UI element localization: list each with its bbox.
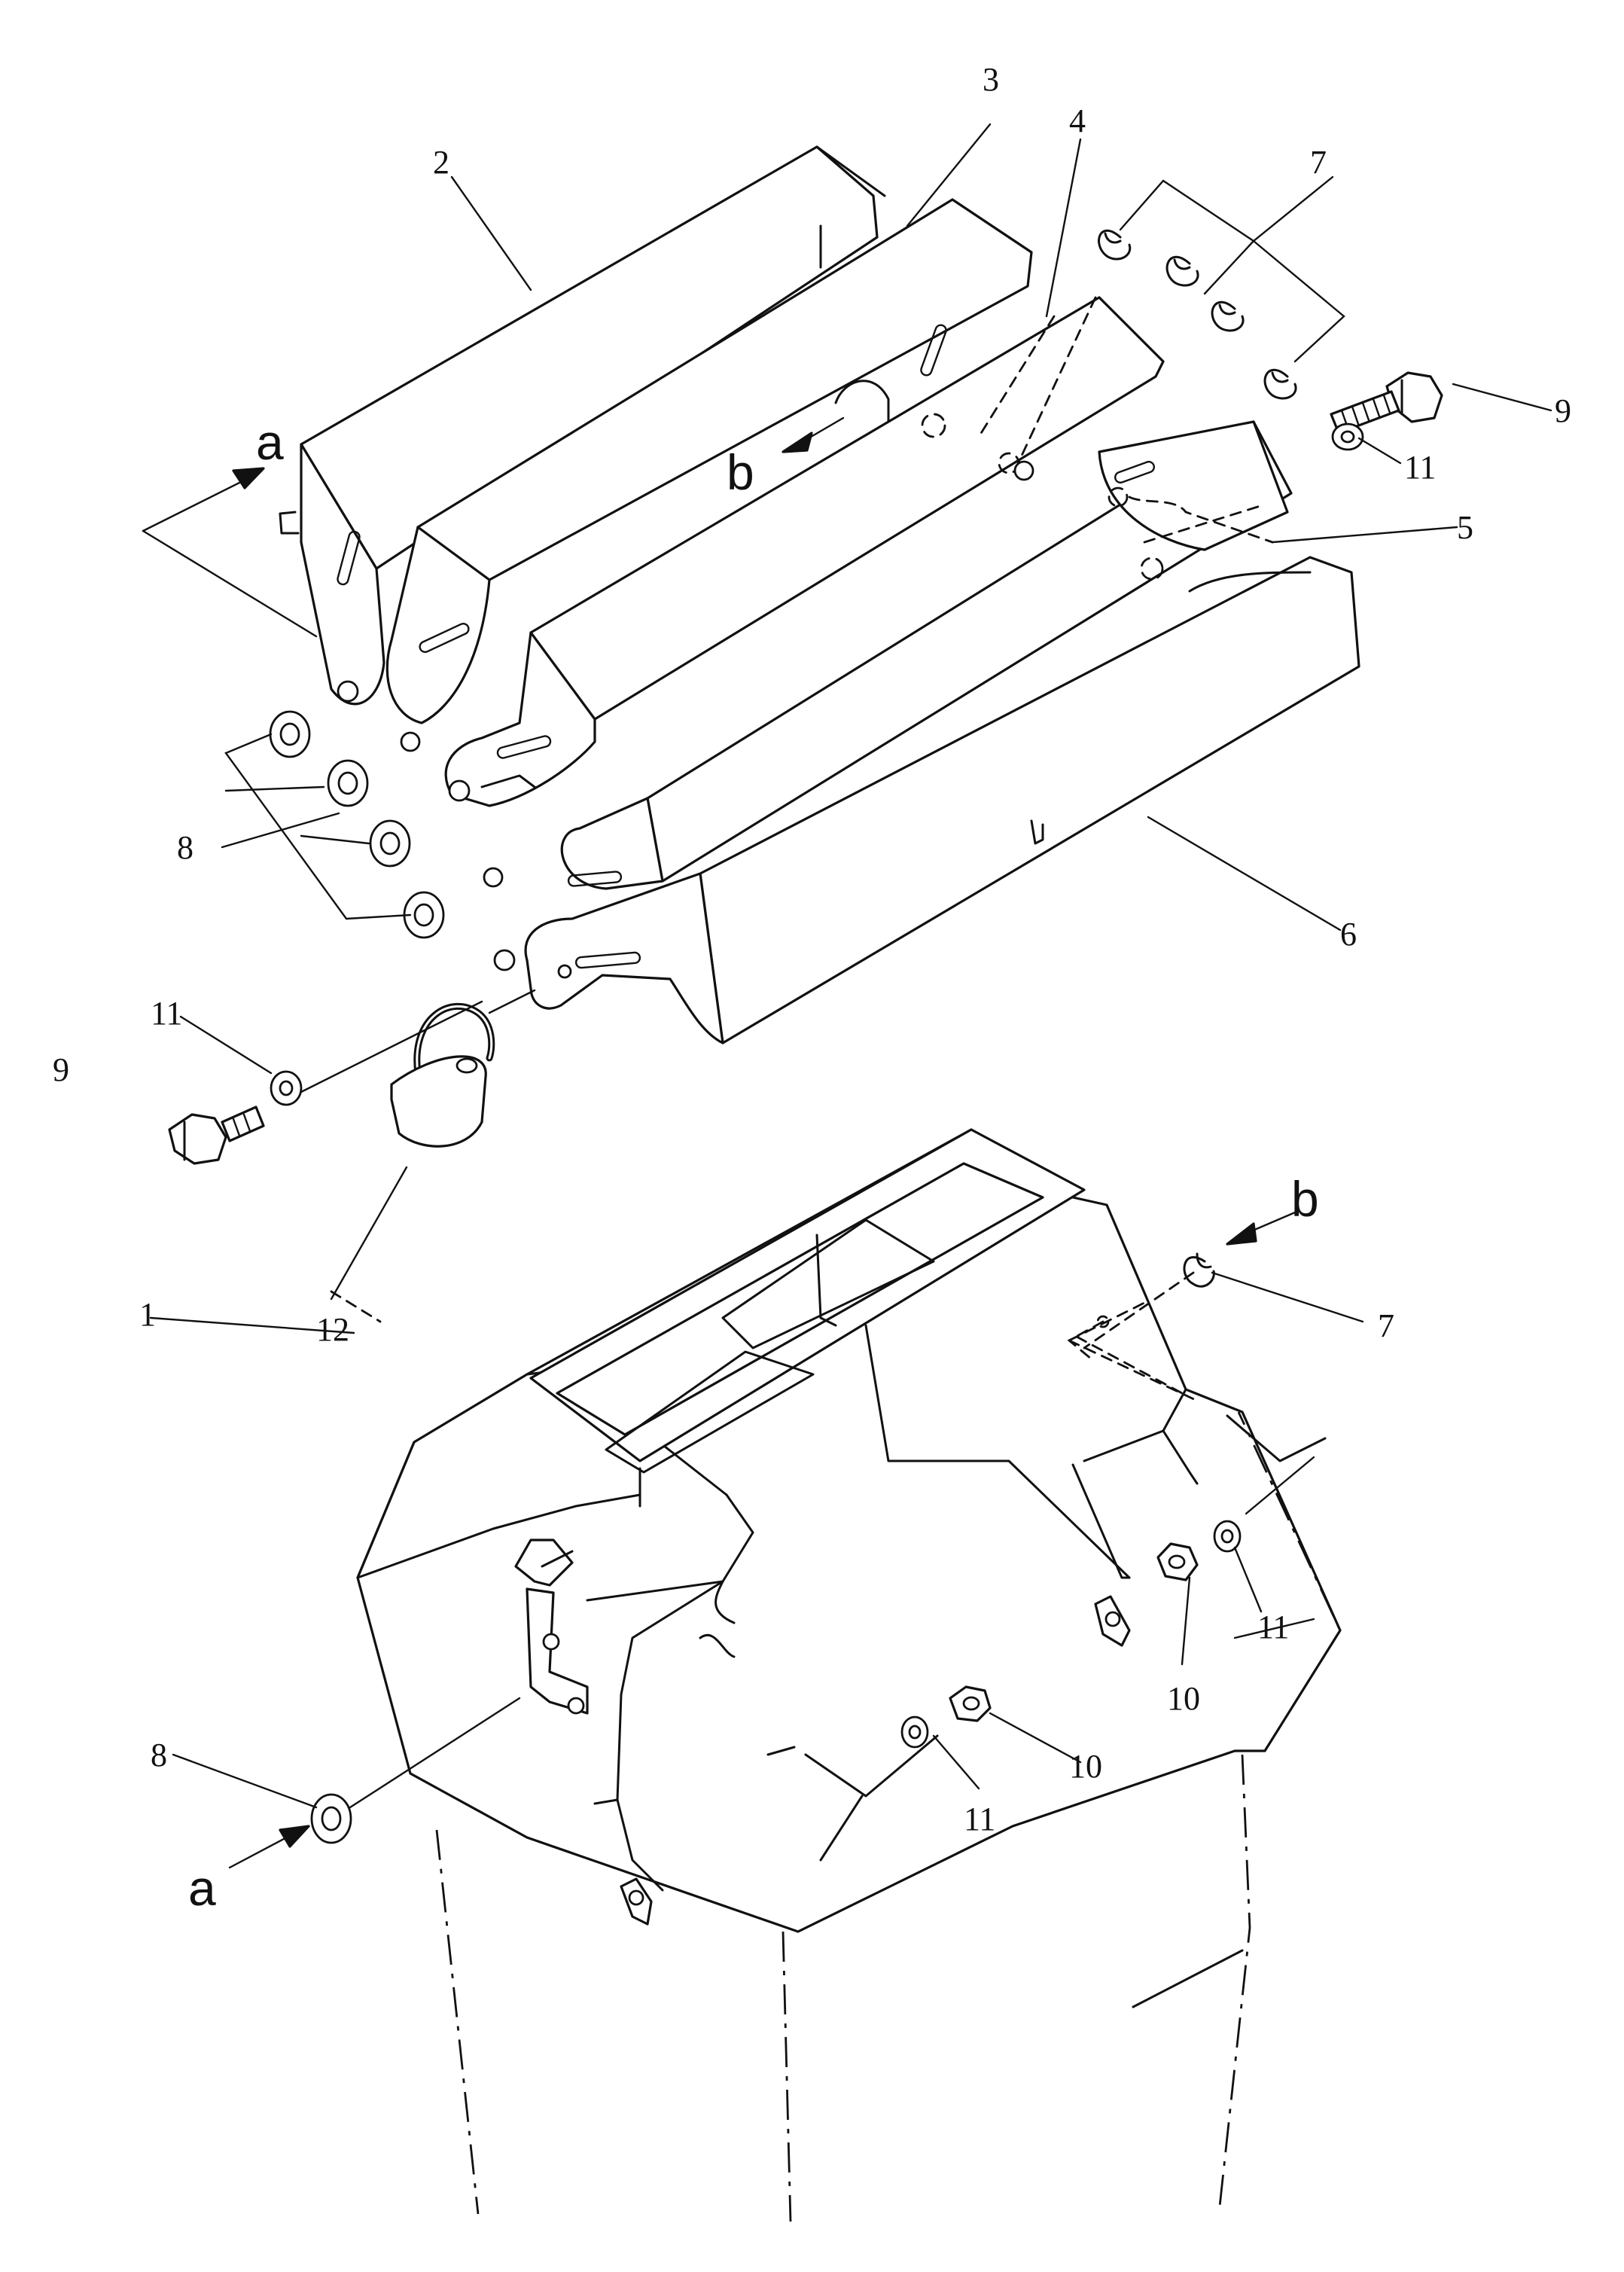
callout-9-left: 9: [53, 1051, 69, 1088]
washers-part-11-lower: [900, 1520, 1242, 1749]
washer-part-11-left: [270, 1070, 303, 1106]
callout-8-left: 8: [177, 829, 193, 866]
washer-part-8-lower: [310, 1793, 352, 1844]
leader-lines: [149, 123, 1552, 1809]
panel-part-3: [385, 198, 1033, 752]
callout-9-right: 9: [1555, 392, 1571, 429]
view-marker-a-bottom: a: [188, 1860, 216, 1916]
housing-part-1: [356, 1128, 1342, 2222]
padlock-part-12: [390, 1002, 495, 1148]
view-marker-b-top: b: [727, 444, 754, 500]
callout-6: 6: [1340, 916, 1357, 953]
callout-5: 5: [1457, 509, 1473, 546]
callout-7-lower: 7: [1378, 1307, 1394, 1344]
callout-11-left: 11: [151, 995, 182, 1032]
view-arrows: [142, 416, 1296, 1869]
callout-1: 1: [139, 1296, 156, 1333]
panel-part-4: [444, 296, 1165, 807]
panel-part-5: [483, 420, 1293, 890]
snap-rings-part-7: [1098, 230, 1297, 400]
panel-part-6: [493, 556, 1360, 1045]
bolt-part-9-left: [168, 1106, 265, 1165]
callout-2: 2: [433, 144, 449, 181]
view-marker-b-bottom: b: [1291, 1171, 1319, 1227]
callout-10-center: 10: [1069, 1748, 1102, 1785]
nuts-part-10: [949, 1542, 1199, 1722]
callout-4: 4: [1069, 102, 1086, 139]
callout-3: 3: [983, 61, 999, 98]
panel-part-2: [279, 145, 886, 706]
snap-ring-part-7-lower: [1183, 1252, 1215, 1288]
callout-8-lower: 8: [151, 1737, 167, 1773]
view-marker-a-top: a: [256, 414, 284, 470]
callout-11-lower-center: 11: [964, 1801, 995, 1837]
washer-part-11-right: [1331, 422, 1364, 451]
washers-part-8-left: [269, 710, 445, 939]
callout-11-right: 11: [1404, 449, 1436, 486]
callout-labels: 2 3 4 7 9 11 5 6 8 11 9 12 1 7 11 10 10 …: [53, 61, 1571, 1916]
bolt-part-9-right: [1330, 371, 1443, 435]
callout-10-right: 10: [1167, 1680, 1200, 1717]
callout-7-upper: 7: [1310, 144, 1327, 181]
callout-11-lower-right: 11: [1257, 1609, 1289, 1645]
callout-12: 12: [316, 1311, 349, 1348]
